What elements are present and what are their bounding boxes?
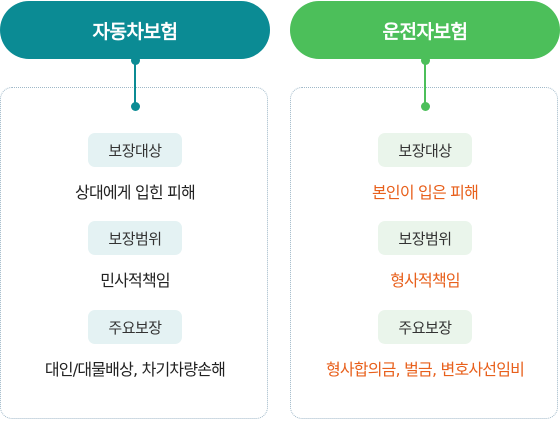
- coverage-target-label: 보장대상: [378, 133, 472, 167]
- coverage-target-value: 상대에게 입힌 피해: [75, 183, 196, 202]
- driver-insurance-title: 운전자보험: [290, 1, 560, 59]
- car-insurance-column: 자동차보험 보장대상 상대에게 입힌 피해 보장범위 민사적책임 주요보장 대인…: [0, 0, 270, 421]
- coverage-scope-label: 보장범위: [378, 221, 472, 255]
- main-coverage-section: 주요보장 대인/대물배상, 차기차량손해: [0, 310, 270, 380]
- main-coverage-label: 주요보장: [88, 310, 182, 344]
- connector-line: [134, 59, 136, 105]
- coverage-target-value: 본인이 입은 피해: [371, 183, 479, 202]
- coverage-target-section: 보장대상 상대에게 입힌 피해: [0, 133, 270, 203]
- connector-dot-bottom: [420, 102, 430, 111]
- coverage-target-section: 보장대상 본인이 입은 피해: [290, 133, 560, 203]
- connector-dot-top: [420, 56, 430, 65]
- connector-dot-bottom: [130, 102, 140, 111]
- coverage-scope-label: 보장범위: [88, 221, 182, 255]
- coverage-scope-section: 보장범위 형사적책임: [290, 221, 560, 291]
- coverage-target-label: 보장대상: [88, 133, 182, 167]
- coverage-scope-section: 보장범위 민사적책임: [0, 221, 270, 291]
- coverage-scope-value: 형사적책임: [390, 271, 460, 290]
- connector-dot-top: [130, 56, 140, 65]
- connector-line: [424, 59, 426, 105]
- main-coverage-value: 대인/대물배상, 차기차량손해: [44, 360, 226, 379]
- driver-insurance-column: 운전자보험 보장대상 본인이 입은 피해 보장범위 형사적책임 주요보장 형사합…: [290, 0, 560, 421]
- main-coverage-value: 형사합의금, 벌금, 변호사선임비: [325, 360, 525, 379]
- main-coverage-label: 주요보장: [378, 310, 472, 344]
- main-coverage-section: 주요보장 형사합의금, 벌금, 변호사선임비: [290, 310, 560, 380]
- car-insurance-title: 자동차보험: [0, 1, 270, 59]
- coverage-scope-value: 민사적책임: [100, 271, 170, 290]
